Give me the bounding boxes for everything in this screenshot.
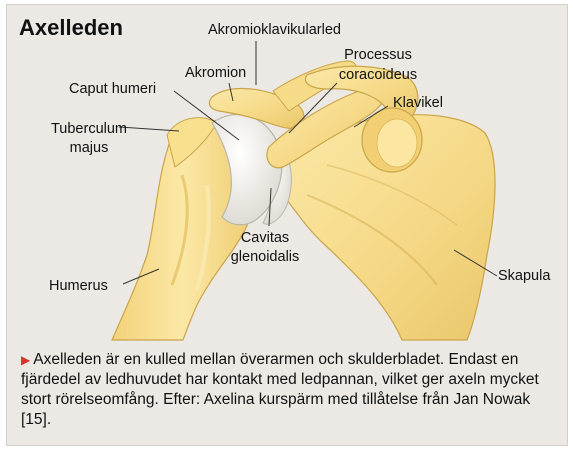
label-skapula: Skapula — [498, 268, 551, 284]
label-tuberculum-2: majus — [70, 140, 109, 156]
shoulder-joint-diagram: Akromioklavikularled Akromion Processus … — [7, 5, 567, 345]
label-processus-2: coracoideus — [339, 67, 417, 83]
label-klavikel: Klavikel — [393, 95, 443, 111]
label-processus-1: Processus — [344, 47, 412, 63]
label-cavitas-2: glenoidalis — [231, 249, 300, 265]
figure-caption: ▶Axelleden är en kulled mellan överarmen… — [21, 350, 556, 430]
caption-text: Axelleden är en kulled mellan överarmen … — [21, 351, 539, 428]
label-humerus: Humerus — [49, 278, 108, 294]
label-tuberculum-1: Tuberculum — [51, 121, 127, 137]
label-acromioclavicular: Akromioklavikularled — [208, 22, 341, 38]
figure-panel: Axelleden — [6, 4, 568, 446]
label-caput: Caput humeri — [69, 81, 156, 97]
label-acromion: Akromion — [185, 65, 246, 81]
label-cavitas-1: Cavitas — [241, 230, 289, 246]
caption-marker-icon: ▶ — [21, 353, 30, 367]
leader-tuberculum — [119, 127, 179, 131]
